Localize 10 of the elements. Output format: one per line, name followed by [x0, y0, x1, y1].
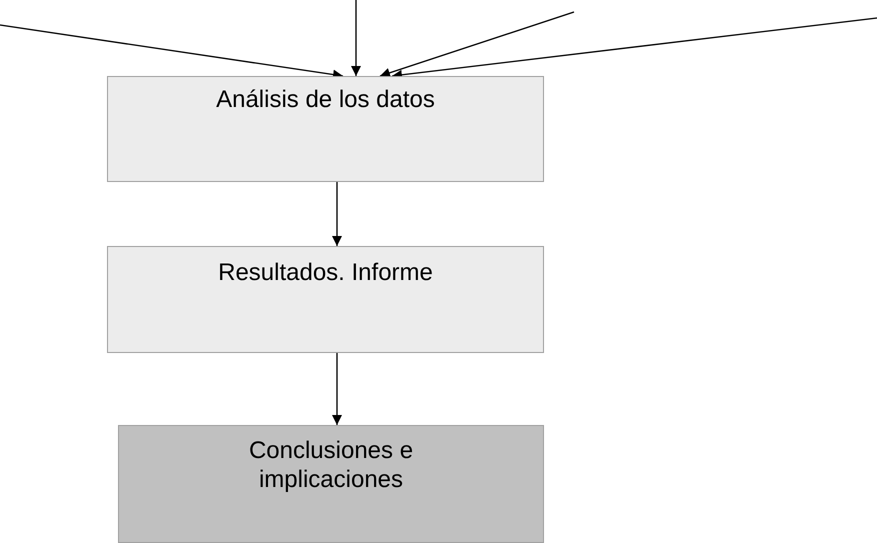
box-label: Resultados. Informe [217, 258, 434, 287]
box-label: Análisis de los datos [215, 85, 436, 114]
process-box [107, 246, 544, 353]
box-label: Conclusiones e implicaciones [248, 436, 414, 494]
arrow [332, 353, 342, 425]
process-box [107, 76, 544, 182]
arrow [351, 0, 361, 76]
arrow [380, 11, 574, 78]
arrow [332, 182, 342, 246]
process-box [118, 425, 544, 543]
